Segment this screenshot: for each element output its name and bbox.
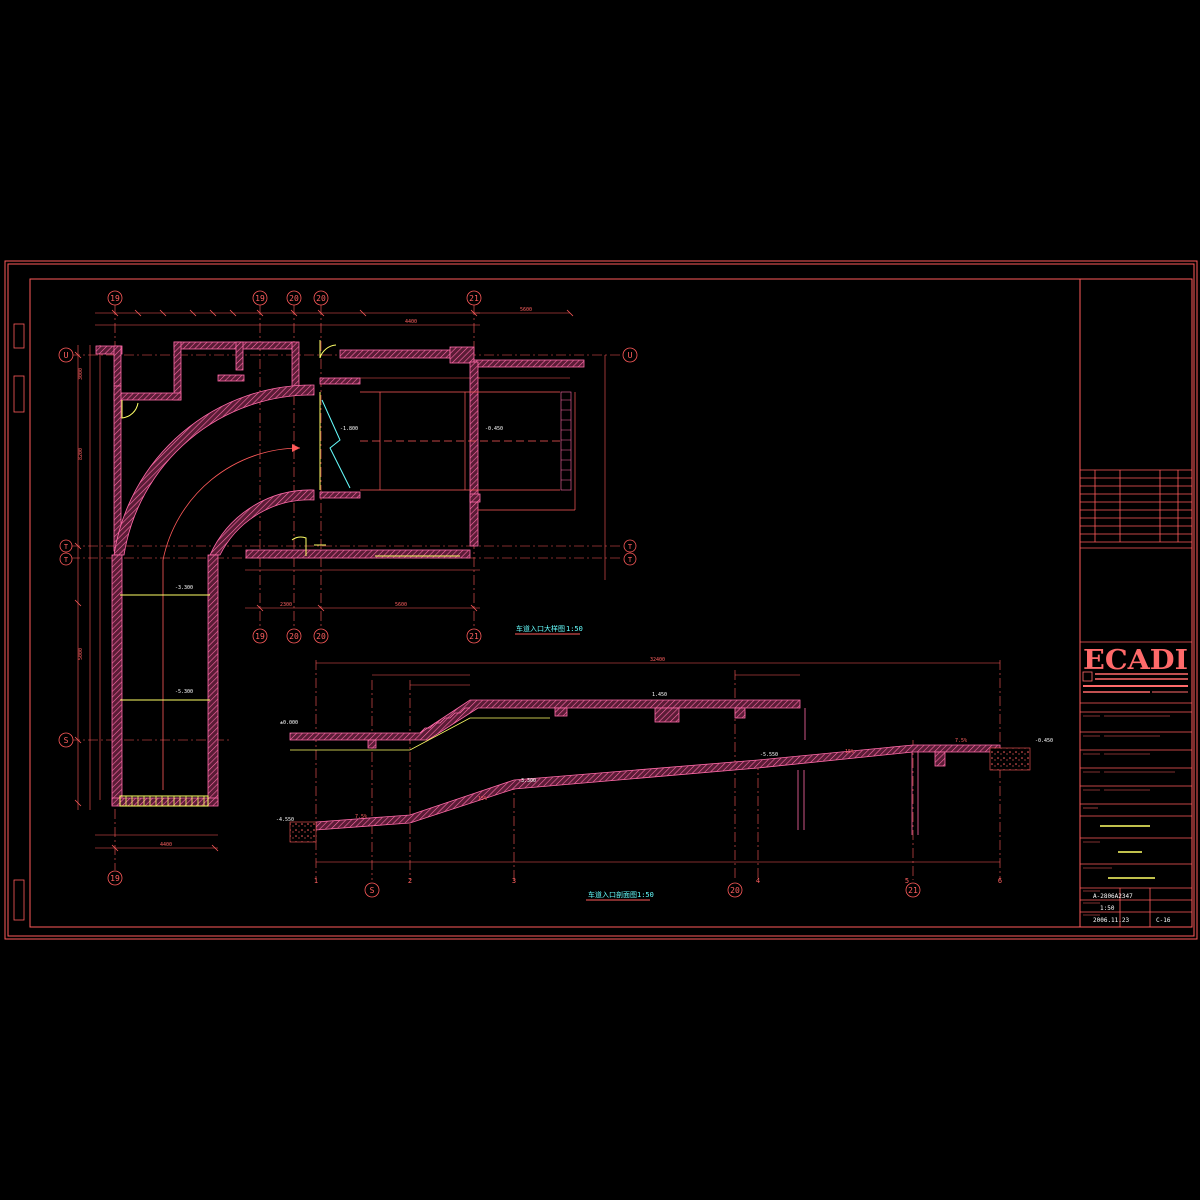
- plan-step-lines: [125, 796, 205, 806]
- drawing-date: 2006.11.23: [1093, 917, 1130, 924]
- plan-dimension-lines: [77, 312, 606, 849]
- sheet-border: [4, 260, 1198, 940]
- section-overall-dim: 32400: [650, 657, 665, 663]
- grid-label-right-2: T: [628, 543, 633, 551]
- plan-grid-bubbles-top: [107, 290, 482, 306]
- section-slope-4: 7.5%: [955, 738, 967, 744]
- grid-label-left-4: S: [64, 736, 69, 745]
- title-block-highlights: [1100, 825, 1155, 879]
- title-block-notes: [1083, 715, 1175, 916]
- plan-dim-left-1: 3000: [78, 368, 84, 380]
- section-upper-slab: [289, 699, 801, 741]
- plan-dim-left-4: 4400: [160, 842, 172, 848]
- section-grid-5: 20: [730, 886, 740, 895]
- section-grid-6: 4: [756, 877, 760, 885]
- section-grid-2: S: [370, 886, 375, 895]
- grid-label-top-4: 20: [316, 294, 326, 303]
- section-stairs: [419, 707, 470, 734]
- section-elev-3: 1.450: [652, 692, 667, 698]
- plan-grid-bubbles-bottom: [107, 628, 482, 886]
- ramp-centerline: [162, 447, 301, 790]
- section-grid-9: 6: [998, 877, 1002, 885]
- grid-label-bottom-1: 19: [110, 874, 120, 883]
- section-slope-2: 15%: [478, 796, 487, 802]
- revision-table: [1080, 469, 1192, 543]
- drawing-scale: 1:50: [1100, 905, 1115, 912]
- section-grid-3: 2: [408, 877, 412, 885]
- grid-label-top-3: 20: [289, 294, 299, 303]
- ramp-arrow: [292, 444, 300, 452]
- section-scale: 1:50: [637, 891, 654, 899]
- section-grid-bubbles: [364, 882, 921, 898]
- grid-label-left-1: U: [64, 351, 69, 360]
- section-elev-1: ±0.000: [280, 720, 298, 726]
- section-columns: [367, 707, 946, 767]
- section-earth-left: [289, 821, 317, 843]
- plan-elevation-4: -5.300: [175, 689, 193, 695]
- grid-label-left-3: T: [64, 556, 69, 564]
- grid-label-right-1: U: [628, 351, 633, 360]
- plan-yellow-elements: [120, 340, 460, 701]
- plan-dim-top-2: 5600: [520, 307, 532, 313]
- margin-stamps: [13, 323, 25, 921]
- grid-label-bottom-2: 19: [255, 632, 265, 641]
- plan-dim-left-3: 5000: [78, 648, 84, 660]
- title-block: ECADI A-2806A2347 1:50 2006: [1080, 469, 1192, 927]
- plan-title: 车道入口大样图: [516, 624, 565, 633]
- section-upper-dims: [372, 674, 800, 686]
- plan-elevation-3: -3.300: [175, 585, 193, 591]
- section-slope-3: 15%: [845, 749, 854, 755]
- section-grid-4: 3: [512, 877, 516, 885]
- section-title: 车道入口剖面图: [588, 890, 637, 899]
- plan-scale: 1:50: [566, 625, 583, 633]
- section-elev-2: -4.550: [276, 817, 294, 823]
- section-grid-1: 1: [314, 877, 318, 885]
- drawing-number: A-2806A2347: [1093, 893, 1133, 900]
- ramp-grating-bars: [561, 399, 571, 481]
- plan-walls: [95, 341, 585, 807]
- plan-dim-bottom-1: 2300: [280, 602, 292, 608]
- ramp-grating: [560, 391, 572, 491]
- plan-grid-bubbles-right: [622, 347, 638, 566]
- plan-dim-left-2: 8200: [78, 448, 84, 460]
- section-grid-7: 21: [908, 886, 918, 895]
- ramp-lane-lines: [360, 391, 576, 511]
- logo-subtitle: [1082, 671, 1188, 693]
- plan-grid-bubbles-left: [58, 347, 74, 748]
- grid-label-top-2: 19: [255, 294, 265, 303]
- plan-steps: [119, 795, 209, 807]
- section-grid-8: 5: [905, 877, 909, 885]
- grid-label-left-2: T: [64, 543, 69, 551]
- plan-view: 19 19 20 20 21 19 19 20 20 21 U T T S: [58, 290, 638, 886]
- grid-label-top-5: 21: [469, 294, 479, 303]
- plan-dim-top-1: 4400: [405, 319, 417, 325]
- section-walls: [744, 708, 919, 835]
- section-elev-6: -3.300: [518, 778, 536, 784]
- section-slope-1: 7.5%: [355, 814, 367, 820]
- plan-dim-bottom-2: 5600: [395, 602, 407, 608]
- plan-cyan-marker: [321, 399, 351, 489]
- plan-elevation-1: -1.800: [340, 426, 358, 432]
- grid-label-bottom-4: 20: [316, 632, 326, 641]
- section-elev-4: -0.450: [1035, 738, 1053, 744]
- section-elev-5: -5.550: [760, 752, 778, 758]
- ecadi-logo: ECADI: [1083, 645, 1188, 676]
- section-view: 32400 1 S 2 3 20 4 21 5: [276, 657, 1053, 901]
- section-ramp-slab: [315, 744, 1001, 831]
- grid-label-top-1: 19: [110, 294, 120, 303]
- section-earth-right: [989, 747, 1031, 771]
- sheet-number: C-16: [1156, 917, 1171, 924]
- grid-label-right-3: T: [628, 556, 633, 564]
- plan-elevation-2: -0.450: [485, 426, 503, 432]
- plan-dimension-ticks: [74, 309, 574, 852]
- section-yellow-line: [290, 717, 550, 751]
- grid-label-bottom-3: 20: [289, 632, 299, 641]
- grid-label-bottom-5: 21: [469, 632, 479, 641]
